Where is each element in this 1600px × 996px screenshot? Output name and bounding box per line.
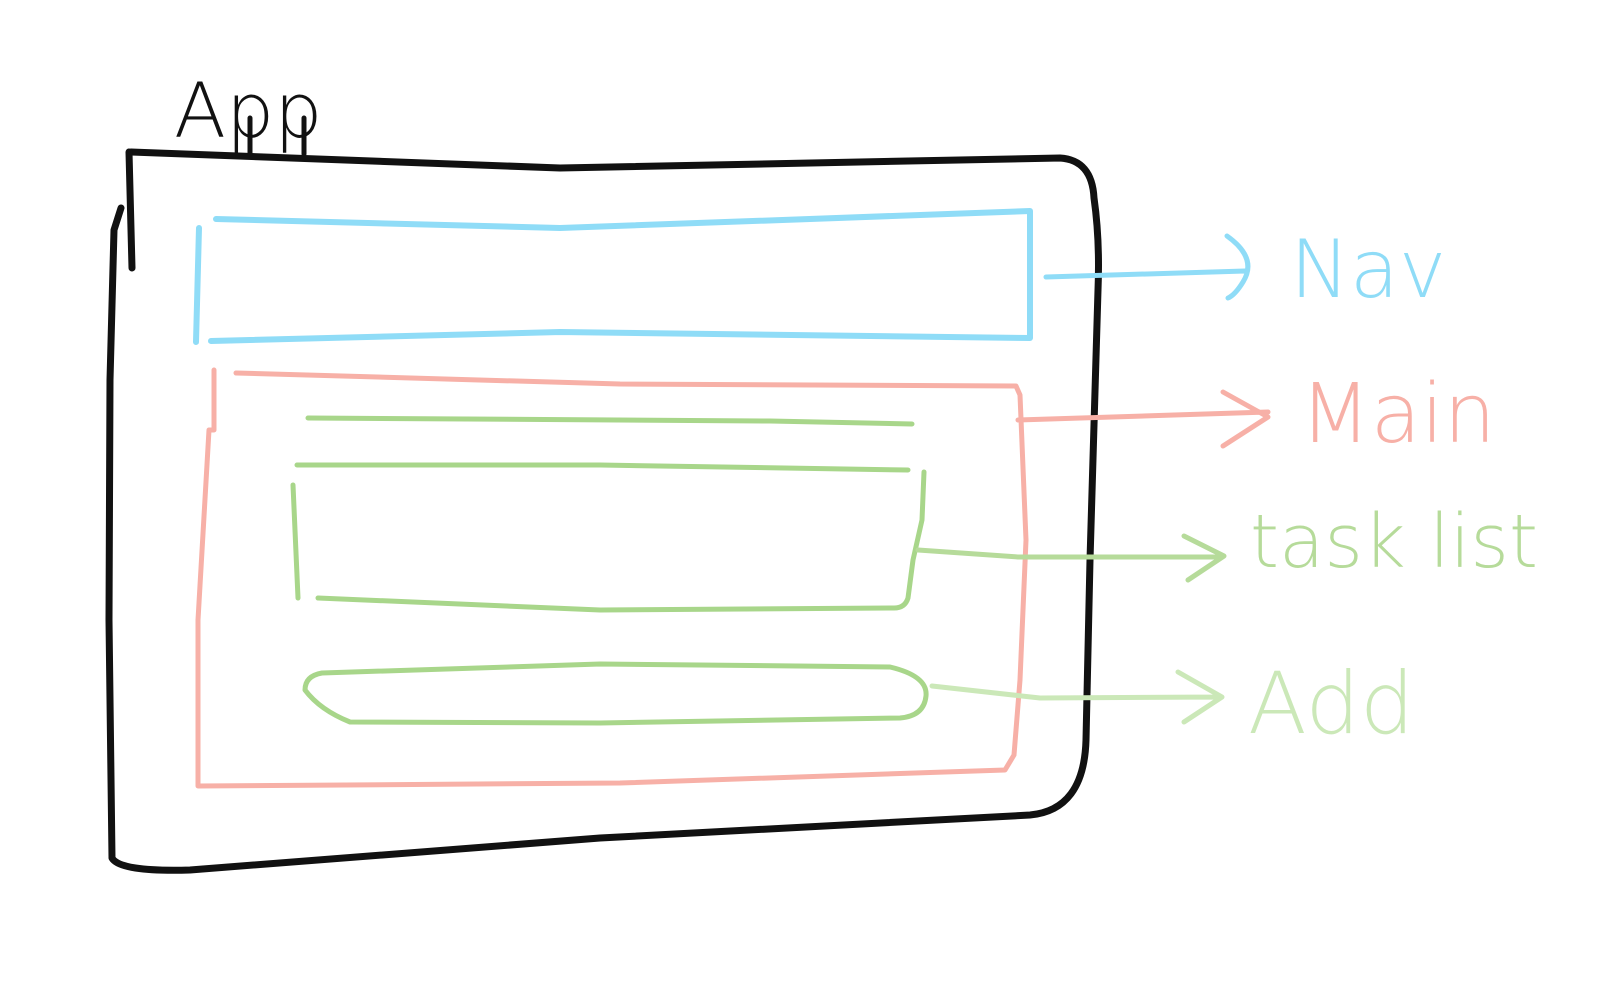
task-list-outline xyxy=(290,462,927,613)
nav-box: Nav xyxy=(193,208,1446,345)
app-box-outline xyxy=(105,148,1102,874)
app-box: App xyxy=(105,66,1102,874)
main-box-outline xyxy=(195,367,1029,789)
main-arrow xyxy=(1015,389,1271,449)
add-arrow xyxy=(929,669,1225,725)
nav-arrow xyxy=(1043,233,1251,301)
main-label: Main xyxy=(1300,367,1496,462)
task-list-header-line xyxy=(305,415,915,427)
add-box: Add xyxy=(302,654,1415,754)
task-list-arrow xyxy=(915,533,1227,583)
nav-label: Nav xyxy=(1290,223,1446,316)
nav-box-outline xyxy=(193,208,1033,345)
app-label-tick xyxy=(247,115,307,157)
add-pill-outline xyxy=(302,661,929,726)
main-box: Main xyxy=(195,367,1496,789)
task-list-box: task list xyxy=(290,415,1538,613)
add-label: Add xyxy=(1248,654,1415,754)
task-list-label: task list xyxy=(1250,499,1538,585)
app-box-corner-tick xyxy=(125,148,136,272)
